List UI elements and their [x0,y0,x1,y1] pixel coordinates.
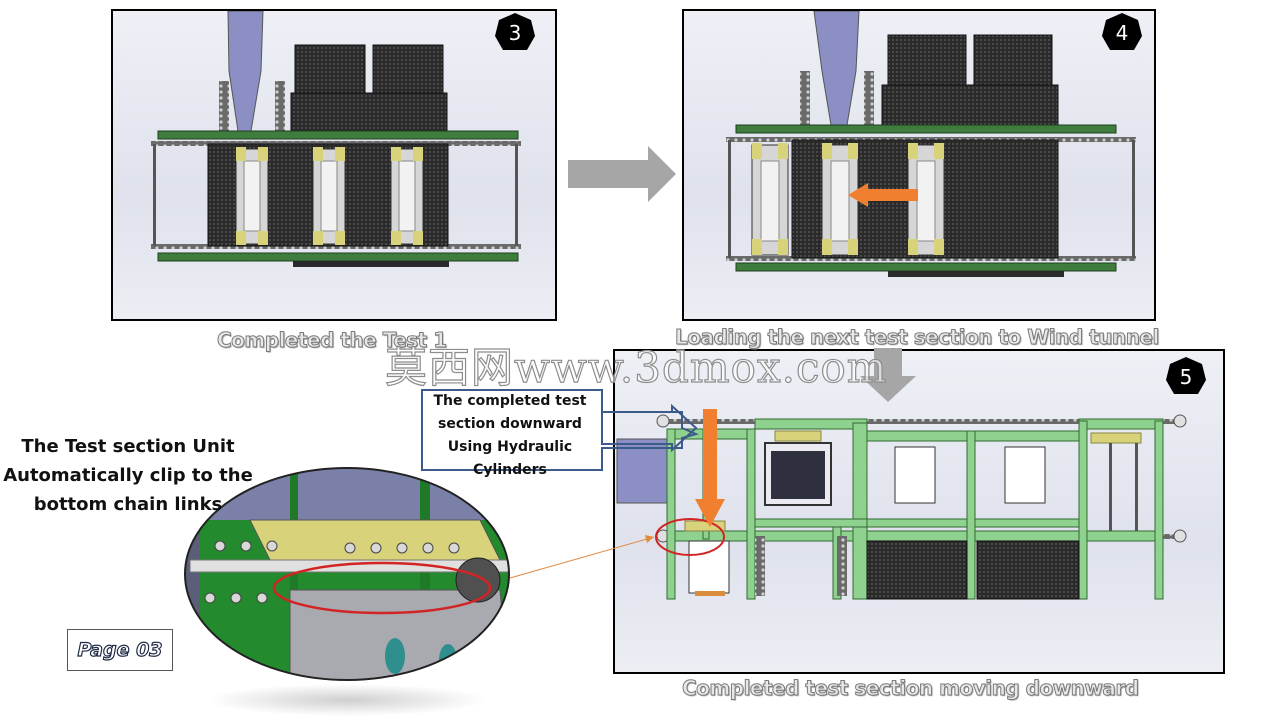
step-number: 3 [508,21,522,45]
caption-panel-5: Completed test section moving downward [682,676,1140,701]
caption-panel-4: Loading the next test section to Wind tu… [675,325,1160,350]
ladder [864,71,874,129]
top-rail [157,130,519,140]
callout-completed-test-section: The completed test section downward Usin… [433,393,587,478]
panel-5-drawing [616,409,1187,600]
downward-arrow [695,409,725,527]
step-badge-3: 3 [494,12,536,54]
bottom-rail [735,262,1117,272]
ladder [800,71,810,129]
mesh-section [976,540,1080,600]
watermark: 莫西网www.3dmox.com [384,342,888,392]
fan-unit [973,34,1053,88]
panel-3-top-view: 3 [111,9,557,321]
panel-4-drawing [726,11,1136,277]
panel-3-drawing [151,11,521,267]
fan-unit [294,44,366,96]
test-section-unit [688,540,730,594]
fan-housing [290,92,448,136]
step-badge-5: 5 [1165,356,1207,398]
step-number: 4 [1115,21,1129,45]
panel-5-side-view: 5 [613,349,1225,674]
top-chain [660,419,1182,424]
page-label: Page 03 [67,629,173,671]
step-number: 5 [1179,365,1193,389]
bottom-rail [157,252,519,262]
clip-highlight [655,518,725,556]
ladder [755,536,765,596]
fan-unit [372,44,444,96]
fan-unit [887,34,967,88]
clip-plates [684,430,1142,532]
ladder [219,81,229,133]
duct [813,11,860,132]
test-section-unit [894,446,936,504]
step-badge-4: 4 [1101,12,1143,54]
top-rail [735,124,1117,134]
panel-4-top-view: 4 [682,9,1156,321]
callout-clip-to-chain: The Test section Unit Automatically clip… [3,436,253,515]
support-frame [666,418,1164,600]
push-arrow-left [848,183,918,207]
ladder [275,81,285,133]
next-step-arrow-right [568,146,676,202]
test-section-frames [751,143,945,256]
fan-housing [881,84,1059,132]
caption-panel-3: Completed the Test 1 [217,328,448,353]
duct [227,11,264,132]
mesh-section [866,540,968,600]
test-section-unit [1004,446,1046,504]
test-section-frames [235,147,424,245]
duct [616,438,674,504]
ladder [837,536,847,596]
